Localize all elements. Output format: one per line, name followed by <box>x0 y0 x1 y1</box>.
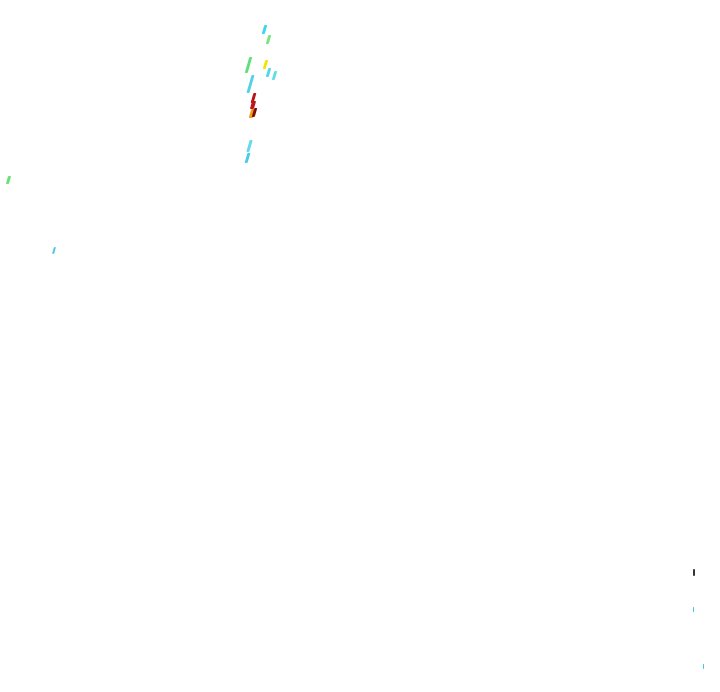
color-fragment-cyan-9 <box>703 664 704 669</box>
color-fragment-green-2 <box>244 57 253 73</box>
color-fragment-green-3 <box>5 176 12 184</box>
color-fragment-green-1 <box>265 35 272 44</box>
color-fragment-cyan-4 <box>246 75 255 93</box>
color-fragment-cyan-3 <box>271 71 278 80</box>
color-fragment-cyan-2 <box>265 68 272 77</box>
color-fragment-cyan-8 <box>693 607 694 612</box>
color-fragment-cyan-6 <box>244 153 251 163</box>
color-fragment-black-1 <box>693 569 695 576</box>
color-fragment-cyan-7 <box>51 247 57 254</box>
color-fragment-cyan-5 <box>246 140 253 152</box>
color-fragment-cyan-1 <box>261 25 268 34</box>
